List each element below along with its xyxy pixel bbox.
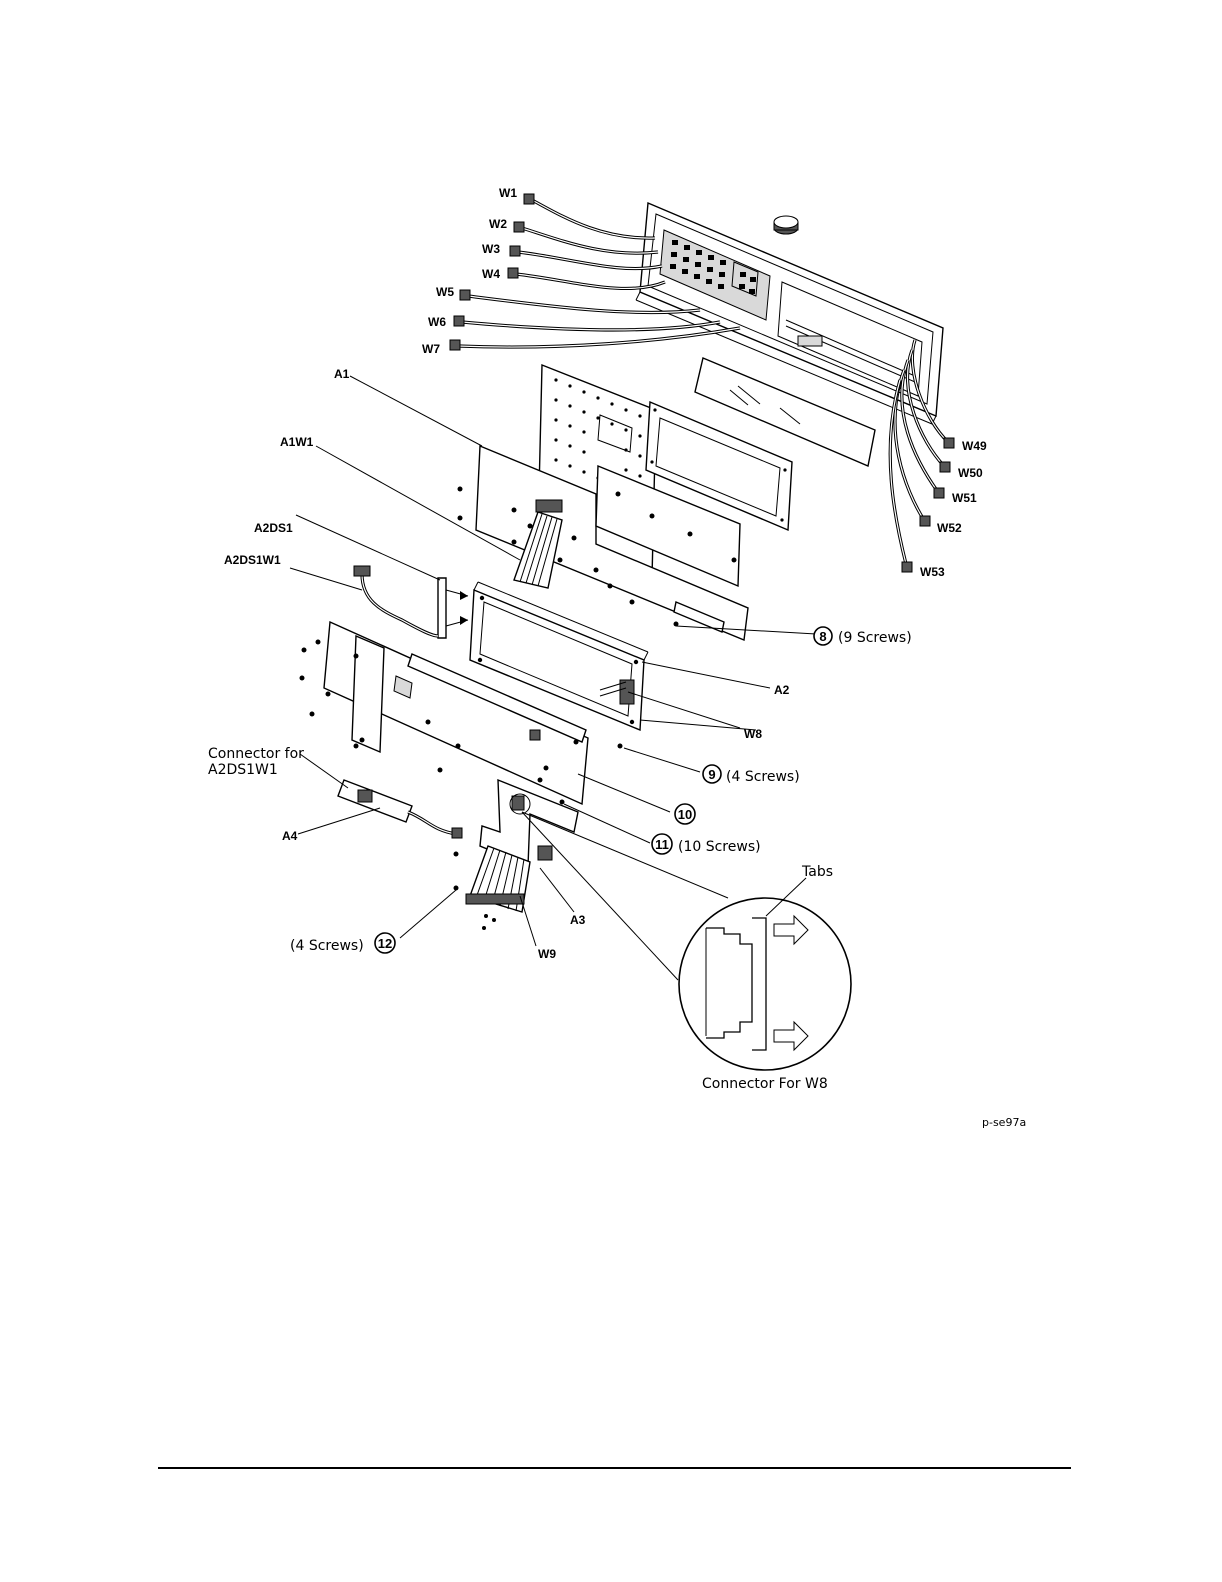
label-a2ds1: A2DS1: [254, 521, 293, 535]
label-w2: W2: [489, 217, 507, 231]
label-a1: A1: [334, 367, 350, 381]
label-w1: W1: [499, 186, 517, 200]
footer-rule: [158, 1467, 1071, 1469]
note-connector-for-target: A2DS1W1: [208, 762, 278, 778]
a2ds1-backlight: [438, 578, 446, 638]
callout-8: 8 (9 Screws): [814, 627, 912, 646]
callout-12-number: 12: [378, 936, 392, 951]
callout-11-number: 11: [655, 837, 669, 852]
label-w52: W52: [937, 521, 962, 535]
label-w50: W50: [958, 466, 983, 480]
callout-9: 9 (4 Screws): [703, 765, 800, 785]
callout-11: 11 (10 Screws): [652, 834, 761, 855]
callout-11-text: (10 Screws): [678, 839, 761, 855]
callout-12-text: (4 Screws): [290, 938, 364, 954]
label-a3: A3: [570, 913, 586, 927]
label-w51: W51: [952, 491, 977, 505]
callout-10: 10: [675, 804, 695, 824]
label-w3: W3: [482, 242, 500, 256]
callout-8-number: 8: [819, 629, 826, 644]
arrow-head: [460, 616, 468, 625]
label-w5: W5: [436, 285, 454, 299]
note-tabs: Tabs: [801, 864, 833, 880]
note-connector-for: Connector for: [208, 746, 304, 762]
w9-ribbon-cable: [466, 846, 530, 930]
callout-9-text: (4 Screws): [726, 769, 800, 785]
callout-10-number: 10: [678, 807, 692, 822]
screws-12: [454, 852, 459, 891]
label-w49: W49: [962, 439, 987, 453]
note-connector-for-w8: Connector For W8: [702, 1076, 828, 1092]
label-w53: W53: [920, 565, 945, 579]
label-w8: W8: [744, 727, 762, 741]
label-w7: W7: [422, 342, 440, 356]
label-a1w1: A1W1: [280, 435, 314, 449]
label-a2: A2: [774, 683, 790, 697]
label-w4: W4: [482, 267, 500, 281]
callout-12: (4 Screws) 12: [290, 933, 395, 954]
connector-w8-detail: [679, 898, 851, 1070]
a4-board: [338, 780, 462, 838]
label-a2ds1w1: A2DS1W1: [224, 553, 281, 567]
callout-8-text: (9 Screws): [838, 630, 912, 646]
figure-code: p-se97a: [982, 1116, 1026, 1129]
label-w9: W9: [538, 947, 556, 961]
a2ds1w1-cable: [354, 566, 438, 636]
arrow-head: [460, 591, 468, 600]
callout-9-number: 9: [708, 767, 715, 782]
label-a4: A4: [282, 829, 298, 843]
label-w6: W6: [428, 315, 446, 329]
rpg-knob: [774, 216, 798, 234]
